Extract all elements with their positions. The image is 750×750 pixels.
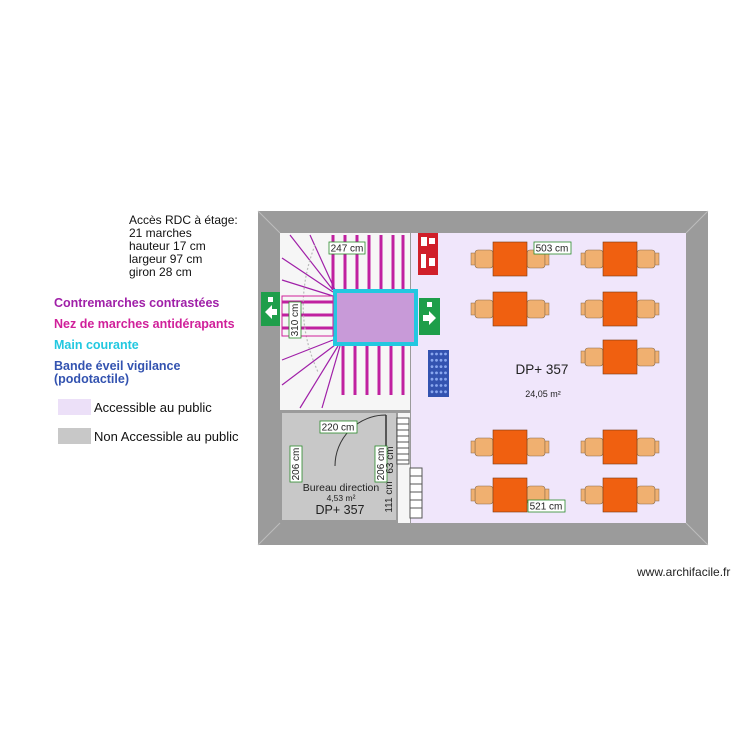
table [492, 477, 528, 513]
legend-handrail: Main courante [54, 338, 139, 352]
fire-safety-icon [418, 233, 438, 275]
chair-back [654, 252, 660, 266]
stair-info-title: Accès RDC à étage: [129, 213, 238, 227]
chair [526, 299, 546, 319]
dim-door-a: 111 cm [384, 481, 395, 512]
table-with-chairs [580, 429, 660, 465]
chair-back [470, 488, 476, 502]
office-area: 4,53 m² [327, 493, 356, 503]
main-room-name: DP+ 357 [516, 362, 569, 377]
legend-tactile-sub: (podotactile) [54, 372, 129, 386]
exit-sign-right-icon [419, 298, 440, 335]
chair-back [544, 252, 550, 266]
exit-sign-left-icon [261, 292, 280, 326]
chair-back [654, 302, 660, 316]
winder-steps [281, 234, 341, 409]
legend-nosing: Nez de marches antidérapants [54, 317, 235, 331]
table-with-chairs [580, 477, 660, 513]
tables-group [470, 241, 660, 513]
table-with-chairs [580, 339, 660, 375]
chair-back [544, 440, 550, 454]
chair-back [654, 488, 660, 502]
dim-room-top: 503 cm [536, 244, 569, 255]
table-with-chairs [580, 291, 660, 327]
chair-back [544, 302, 550, 316]
dim-office-right: 206 cm [376, 448, 387, 481]
dim-door-b: 63 cm [385, 446, 396, 473]
chair-back [580, 350, 586, 364]
chair [584, 347, 604, 367]
table [602, 429, 638, 465]
stair-info-steps: 21 marches [129, 226, 192, 240]
stair-landing-handrail [333, 289, 418, 346]
dim-stair-side: 310 cm [290, 304, 301, 337]
chair [584, 299, 604, 319]
chair-back [544, 488, 550, 502]
legend-tactile: Bande éveil vigilance (podotactile) [54, 360, 180, 386]
chair [474, 437, 494, 457]
chair-back [654, 440, 660, 454]
chair-back [470, 252, 476, 266]
legend-tactile-label: Bande éveil vigilance [54, 359, 181, 373]
chair [584, 485, 604, 505]
table [492, 291, 528, 327]
chair-back [654, 350, 660, 364]
stair-info-width: largeur 97 cm [129, 252, 203, 266]
table-with-chairs [580, 241, 660, 277]
table [602, 477, 638, 513]
chair [636, 249, 656, 269]
chair [526, 437, 546, 457]
tactile-warning-icon [428, 350, 449, 397]
table [492, 241, 528, 277]
chair [584, 249, 604, 269]
table-with-chairs [470, 477, 550, 513]
chair [636, 437, 656, 457]
dim-room-bottom: 521 cm [530, 502, 563, 513]
stair-info: Accès RDC à étage: 21 marches hauteur 17… [129, 214, 238, 279]
legend-non-accessible-swatch [58, 428, 91, 444]
chair-back [580, 252, 586, 266]
table-with-chairs [470, 429, 550, 465]
stair-info-tread: giron 28 cm [129, 265, 192, 279]
table [602, 241, 638, 277]
stair-info-height: hauteur 17 cm [129, 239, 206, 253]
legend-risers: Contremarches contrastées [54, 296, 220, 310]
main-room-area: 24,05 m² [525, 389, 561, 399]
office-code: DP+ 357 [316, 503, 365, 517]
chair [474, 299, 494, 319]
dim-stair-top: 247 cm [331, 244, 364, 255]
chair [636, 485, 656, 505]
table [492, 429, 528, 465]
legend-non-accessible-label: Non Accessible au public [94, 429, 239, 444]
chair [636, 299, 656, 319]
legend-accessible-label: Accessible au public [94, 400, 212, 415]
watermark: www.archifacile.fr [637, 565, 731, 579]
chair-back [580, 488, 586, 502]
legend-accessible-swatch [58, 399, 91, 415]
dim-office-top: 220 cm [322, 423, 355, 434]
dim-office-left: 206 cm [291, 448, 302, 481]
table [602, 291, 638, 327]
chair-back [580, 302, 586, 316]
office-stairs [396, 417, 423, 519]
chair [474, 249, 494, 269]
table-with-chairs [470, 291, 550, 327]
chair-back [470, 302, 476, 316]
stair-lower-flight [281, 295, 334, 337]
chair [636, 347, 656, 367]
table-with-chairs [470, 241, 550, 277]
chair [474, 485, 494, 505]
chair-back [470, 440, 476, 454]
table [602, 339, 638, 375]
office-name: Bureau direction [303, 482, 380, 494]
chair-back [580, 440, 586, 454]
chair [584, 437, 604, 457]
main-room [411, 233, 686, 523]
